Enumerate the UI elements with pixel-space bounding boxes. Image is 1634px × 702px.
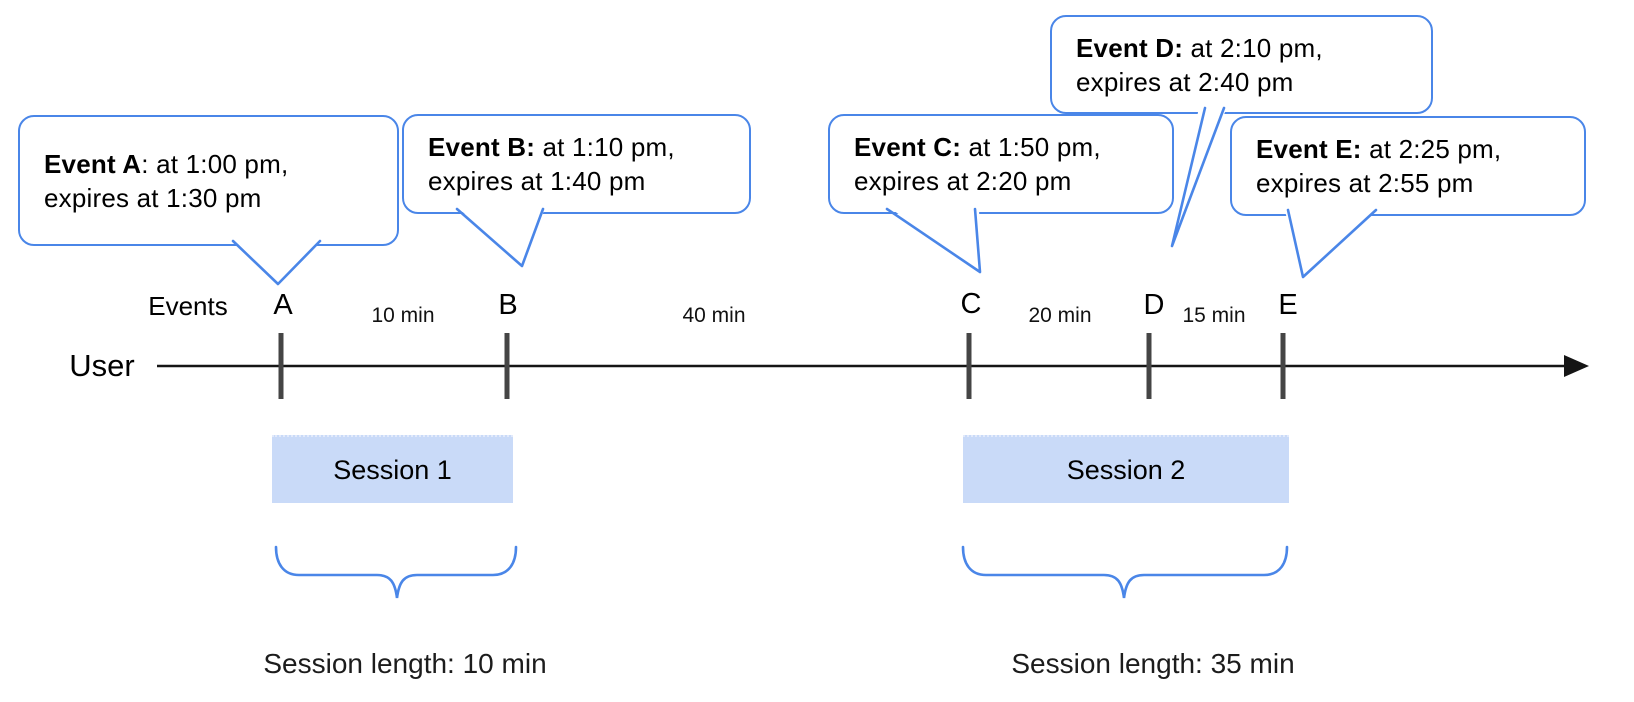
event-c-time: at 1:50 pm, <box>961 132 1101 162</box>
event-c-bubble: Event C: at 1:50 pm, expires at 2:20 pm <box>828 114 1174 214</box>
event-a-expiry: expires at 1:30 pm <box>44 182 262 213</box>
tick-label-d: D <box>1143 289 1165 321</box>
event-b-time: at 1:10 pm, <box>535 132 675 162</box>
event-e-bubble-text: Event E: at 2:25 pm, expires at 2:55 pm <box>1232 132 1501 200</box>
event-d-bubble-tail <box>1170 102 1229 248</box>
user-axis-label: User <box>69 348 135 383</box>
event-e-title: Event E: <box>1256 134 1362 164</box>
tick-label-e: E <box>1278 289 1298 321</box>
session-1-length-label: Session length: 10 min <box>263 648 547 679</box>
gap-label-d-e: 15 min <box>1182 304 1246 327</box>
event-b-expiry: expires at 1:40 pm <box>428 166 646 196</box>
event-e-time: at 2:25 pm, <box>1361 134 1502 164</box>
event-c-title: Event C: <box>854 132 962 162</box>
event-a-bubble: Event A: at 1:00 pm, expires at 1:30 pm <box>18 115 399 246</box>
event-c-expiry: expires at 2:20 pm <box>854 166 1072 196</box>
event-a-bubble-text: Event A: at 1:00 pm, expires at 1:30 pm <box>20 147 288 215</box>
event-a-title: Event A <box>44 148 142 179</box>
event-d-time: at 2:10 pm, <box>1183 32 1323 63</box>
event-d-expiry: expires at 2:40 pm <box>1076 66 1294 97</box>
tick-label-c: C <box>960 288 982 320</box>
gap-label-c-d: 20 min <box>1028 304 1092 327</box>
session-1-name: Session 1 <box>333 454 452 485</box>
event-a-time: : at 1:00 pm, <box>141 148 289 179</box>
session-2-box: Session 2 <box>963 435 1289 503</box>
tick-label-a: A <box>273 289 293 321</box>
brace-session-1 <box>274 545 518 599</box>
arrowhead-icon <box>1564 355 1589 377</box>
gap-label-b-c: 40 min <box>682 304 746 327</box>
event-d-bubble: Event D: at 2:10 pm, expires at 2:40 pm <box>1050 15 1433 114</box>
event-b-bubble-text: Event B: at 1:10 pm, expires at 1:40 pm <box>404 130 675 198</box>
events-axis-label: Events <box>148 291 228 321</box>
event-b-title: Event B: <box>428 132 536 162</box>
event-e-expiry: expires at 2:55 pm <box>1256 168 1474 198</box>
session-2-length-label: Session length: 35 min <box>1011 648 1295 679</box>
event-d-bubble-text: Event D: at 2:10 pm, expires at 2:40 pm <box>1052 31 1323 99</box>
event-b-bubble: Event B: at 1:10 pm, expires at 1:40 pm <box>402 114 751 214</box>
gap-label-a-b: 10 min <box>371 304 435 327</box>
tick-label-b: B <box>498 289 518 321</box>
brace-session-2 <box>961 545 1289 599</box>
event-e-bubble: Event E: at 2:25 pm, expires at 2:55 pm <box>1230 116 1586 216</box>
timeline-arrow <box>157 355 1589 377</box>
session-2-name: Session 2 <box>1066 454 1186 485</box>
session-1-box: Session 1 <box>272 435 513 503</box>
event-c-bubble-text: Event C: at 1:50 pm, expires at 2:20 pm <box>830 130 1101 198</box>
event-d-title: Event D: <box>1076 32 1184 63</box>
